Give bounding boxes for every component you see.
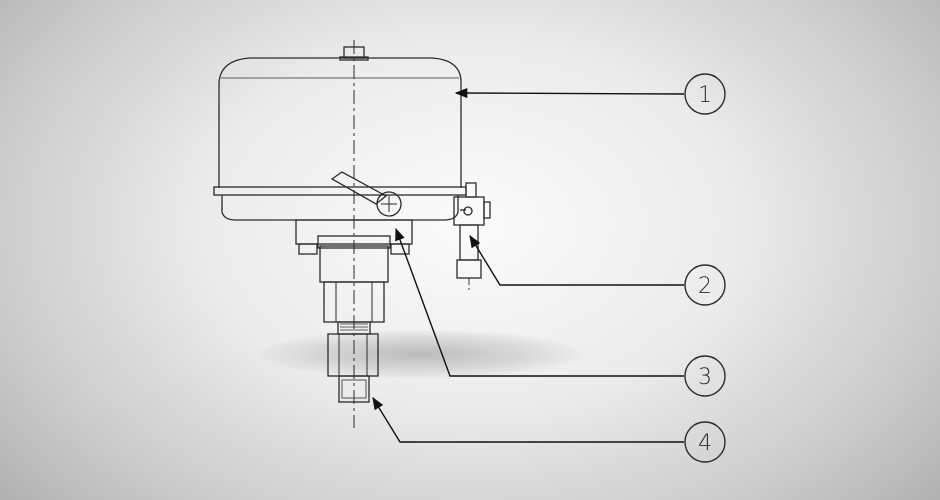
callout-4: 4 (684, 421, 726, 463)
hex-nut (327, 333, 379, 377)
leader-1 (454, 88, 685, 99)
flange-nut-left (298, 243, 318, 255)
housing-rim (213, 186, 467, 196)
callout-1-label: 1 (698, 83, 712, 108)
callout-2: 2 (684, 264, 726, 306)
leader-3 (395, 227, 684, 377)
housing-cap (218, 57, 462, 188)
callout-3: 3 (684, 355, 726, 397)
side-valve-nut (456, 259, 482, 279)
lever-pivot (376, 191, 402, 217)
callout-3-label: 3 (698, 365, 712, 390)
side-valve-stem (459, 224, 479, 261)
drop-shadow (260, 330, 580, 378)
leader-lines (372, 88, 685, 443)
device-outline (213, 46, 491, 403)
callout-4-label: 4 (698, 431, 712, 456)
callout-1: 1 (684, 73, 726, 115)
lever-arm (330, 171, 388, 205)
side-valve-cap (465, 182, 477, 198)
lower-housing (221, 195, 459, 221)
leader-2 (469, 234, 684, 286)
callout-2-label: 2 (698, 274, 712, 299)
leader-4 (372, 396, 684, 443)
flange-nut-right (390, 243, 410, 255)
